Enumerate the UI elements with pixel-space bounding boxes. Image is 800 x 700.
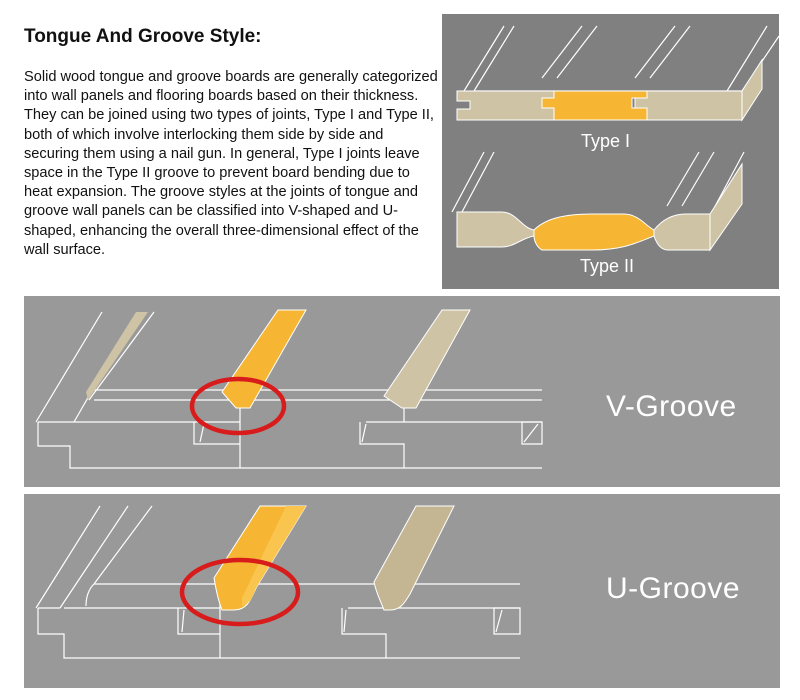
v-groove-highlight-circle: [189, 376, 287, 436]
type2-board-right: [653, 213, 711, 251]
u-groove-panel: U-Groove: [24, 494, 780, 688]
type2-board-middle: [533, 213, 655, 251]
description-paragraph: Solid wood tongue and groove boards are …: [24, 69, 438, 258]
u-groove-outline: [35, 505, 521, 659]
u-groove-orange-highlight: [242, 506, 306, 606]
u-groove-beige-strip: [373, 505, 455, 611]
type1-board-middle: [541, 90, 648, 121]
type1-board-right: [634, 90, 743, 121]
v-groove-label: V-Groove: [606, 390, 737, 423]
page-title: Tongue And Groove Style:: [24, 26, 262, 47]
u-groove-label: U-Groove: [606, 572, 741, 605]
type2-board-left: [456, 211, 535, 248]
v-groove-panel: V-Groove: [24, 296, 780, 487]
u-groove-highlight-circle: [179, 557, 301, 627]
type1-label: Type I: [581, 131, 631, 151]
type1-surface-lines: [463, 25, 779, 92]
v-groove-beige-strip-right: [383, 309, 471, 409]
type1-board-left: [456, 90, 555, 121]
type2-label: Type II: [580, 256, 635, 276]
v-groove-outline: [35, 311, 543, 469]
v-groove-illustration: [35, 309, 543, 469]
type2-board-end: [709, 162, 743, 252]
v-groove-beige-strip-left: [86, 312, 148, 400]
joint-types-illustration: [451, 25, 779, 252]
type1-board-end: [741, 58, 763, 122]
u-groove-illustration: [35, 505, 521, 659]
v-groove-orange-strip: [221, 309, 307, 409]
type2-surface-lines: [451, 151, 745, 213]
joint-types-panel: Type I Type II: [442, 14, 779, 289]
